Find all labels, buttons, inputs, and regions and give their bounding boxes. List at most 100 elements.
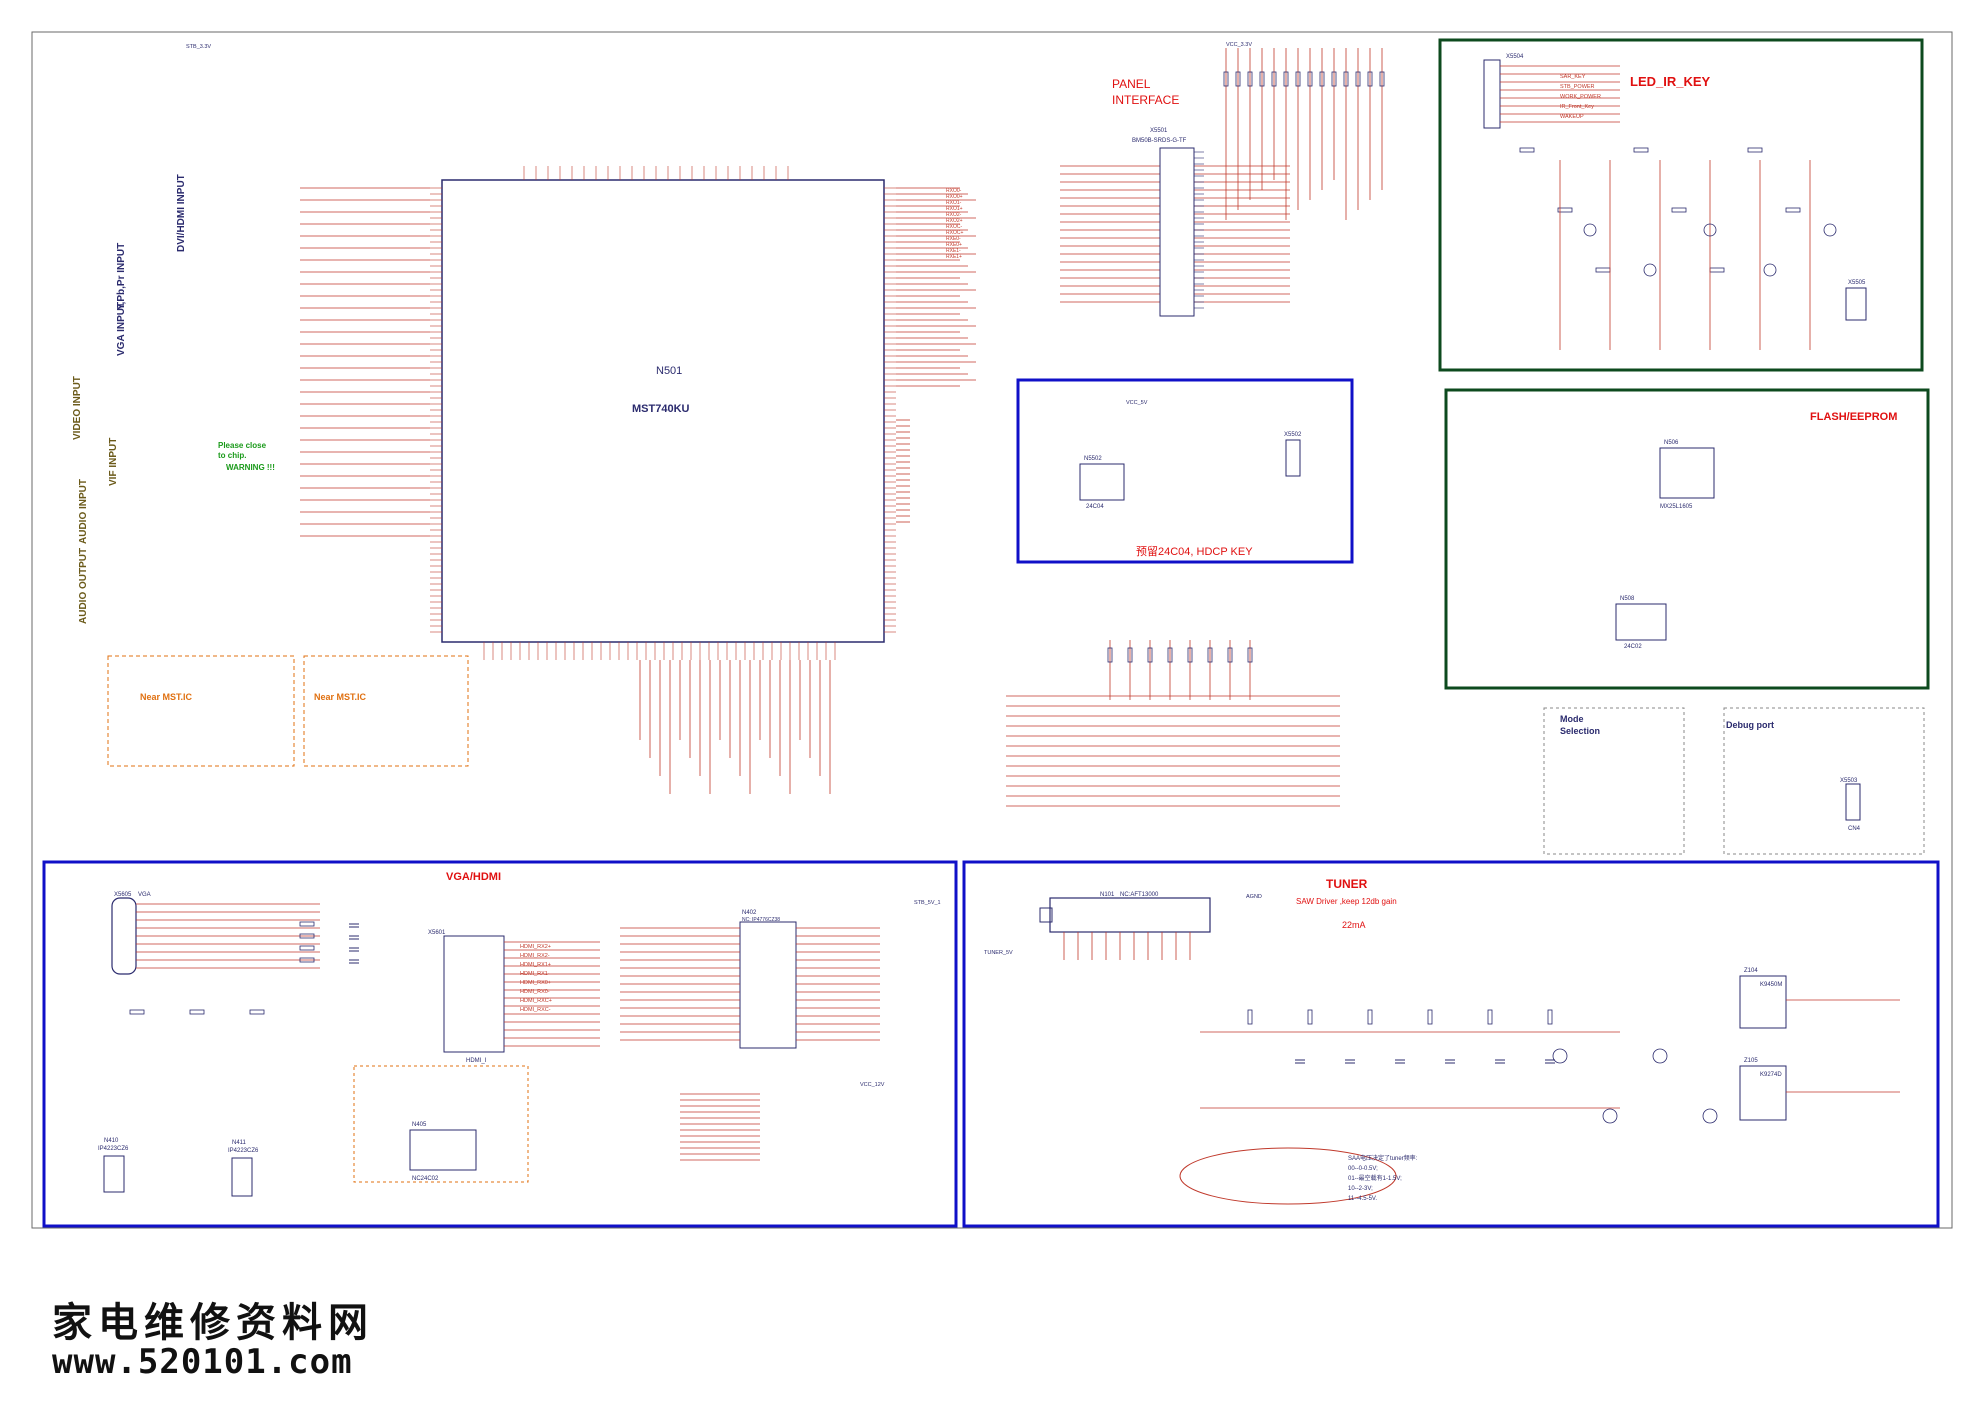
power-rail-label: TUNER_5V xyxy=(984,950,1013,956)
n410-ref: N410 xyxy=(104,1138,119,1144)
saw-note-5: 11--4.5-5V. xyxy=(1348,1196,1377,1202)
resistor xyxy=(1427,1009,1433,1025)
saw-note-1: SAA电压决定了tuner频率: xyxy=(1348,1154,1418,1162)
x5503-ref: X5503 xyxy=(1840,778,1858,784)
n402-part: NC: IP4776CZ38 xyxy=(742,917,780,923)
net-label-lvds: RXO1- xyxy=(946,200,962,206)
net-label-lvds: RXO1+ xyxy=(946,206,963,212)
n405-ref: N405 xyxy=(412,1122,427,1128)
z105-part: K9274D xyxy=(1760,1072,1782,1078)
resistor xyxy=(1223,71,1229,87)
x5504-connector xyxy=(1483,59,1501,129)
power-rail-label: VCC_3.3V xyxy=(1226,42,1252,48)
resistor xyxy=(1367,71,1373,87)
hdmi-connector xyxy=(443,935,505,1053)
mode-selection-title-2: Selection xyxy=(1560,726,1600,736)
z105-filter xyxy=(1739,1065,1787,1121)
vga-conn-ref: X5605 xyxy=(114,892,132,898)
warning-label: WARNING !!! xyxy=(226,463,275,472)
resistor xyxy=(1227,647,1233,663)
transistor xyxy=(1643,263,1657,277)
n402-ref: N402 xyxy=(742,910,757,916)
resistor xyxy=(1127,647,1133,663)
transistor xyxy=(1602,1108,1618,1124)
resistor xyxy=(1547,1009,1553,1025)
tuner-frame xyxy=(962,860,1940,1228)
net-label-hdmi: HDMI_RX1+ xyxy=(520,962,551,968)
near-mst-frame-2 xyxy=(303,655,469,767)
n411-part: IP4223CZ6 xyxy=(228,1148,259,1154)
net-label-hdmi: HDMI_RX0+ xyxy=(520,980,551,986)
resistor xyxy=(1747,147,1763,153)
tuner-module-part: NC:AFT13000 xyxy=(1120,892,1159,898)
flash-eeprom-frame xyxy=(1444,388,1930,690)
vga-hdmi-title: VGA/HDMI xyxy=(446,871,501,883)
x5504-ref: X5504 xyxy=(1506,54,1524,60)
power-rail-label: STB_3.3V xyxy=(186,44,211,50)
n508-part: 24C02 xyxy=(1624,644,1642,650)
mst740-chip xyxy=(441,179,885,643)
power-rail-label: STB_5V_1 xyxy=(914,900,941,906)
n410-part: IP4223CZ6 xyxy=(98,1146,129,1152)
saw-note-2: 00--0-0.5V; xyxy=(1348,1166,1378,1172)
resistor xyxy=(1247,71,1253,87)
n411-chip xyxy=(231,1157,253,1197)
tuner-module-ref: N101 xyxy=(1100,892,1115,898)
resistor xyxy=(1247,647,1253,663)
sheet-border xyxy=(31,31,1953,1229)
label-ypbpr-input: Y,Pb,Pr INPUT xyxy=(116,243,127,310)
transistor xyxy=(1702,1108,1718,1124)
n410-chip xyxy=(103,1155,125,1193)
transistor xyxy=(1703,223,1717,237)
net-label-lvds: RXOC+ xyxy=(946,230,963,236)
n5502-part: 24C04 xyxy=(1086,504,1104,510)
x5502-ref: X5502 xyxy=(1284,432,1302,438)
net-label-lvds: RXE0- xyxy=(946,236,961,242)
n506-ref: N506 xyxy=(1664,440,1679,446)
net-label-lvds: RXE0+ xyxy=(946,242,962,248)
net-label-lvds: RXE1+ xyxy=(946,254,962,260)
resistor xyxy=(1147,647,1153,663)
net-label-hdmi: HDMI_RXC- xyxy=(520,1007,551,1013)
label-vif-input: VIF INPUT xyxy=(108,438,119,486)
saw-note-4: 10--2-3V; xyxy=(1348,1186,1373,1192)
x5505-connector xyxy=(1845,287,1867,321)
n508-chip xyxy=(1615,603,1667,641)
led-ir-key-frame xyxy=(1438,38,1924,372)
label-dvi-hdmi-input: DVI/HDMI INPUT xyxy=(176,174,187,252)
watermark-url: www.520101.com xyxy=(52,1342,353,1382)
power-rail-label: VCC_5V xyxy=(1126,400,1148,406)
label-audio-output: AUDIO OUTPUT xyxy=(78,548,89,624)
x5501-connector xyxy=(1159,147,1195,317)
hdcp-frame xyxy=(1016,378,1354,564)
net-label-led: IR_Front_Key xyxy=(1560,104,1594,110)
x5503-connector xyxy=(1845,783,1861,821)
hdmi-conn-ref: X5601 xyxy=(428,930,446,936)
flash-eeprom-title: FLASH/EEPROM xyxy=(1810,411,1897,423)
n5502-ref: N5502 xyxy=(1084,456,1102,462)
hdmi-esd-frame xyxy=(353,1065,529,1183)
resistor xyxy=(1107,647,1113,663)
watermark-chinese: 家电维修资料网 xyxy=(52,1299,374,1346)
net-label-hdmi: HDMI_RXC+ xyxy=(520,998,552,1004)
chip-pins xyxy=(430,166,896,660)
z104-filter xyxy=(1739,975,1787,1029)
resistor xyxy=(1307,71,1313,87)
net-label-hdmi: HDMI_RX1- xyxy=(520,971,550,977)
please-close-1: Please close xyxy=(218,441,267,450)
resistor xyxy=(1379,71,1385,87)
led-ir-key-title: LED_IR_KEY xyxy=(1630,74,1711,89)
tuner-module xyxy=(1049,897,1211,933)
resistor xyxy=(1519,147,1535,153)
resistor xyxy=(1167,647,1173,663)
n506-part: MX25L1605 xyxy=(1660,504,1693,510)
wires xyxy=(300,48,1383,807)
near-mst-label-1: Near MST.IC xyxy=(140,692,193,702)
resistor xyxy=(249,1009,265,1015)
please-close-2: to chip. xyxy=(218,451,246,460)
transistor xyxy=(1763,263,1777,277)
vga-connector xyxy=(111,897,137,975)
n402-chip xyxy=(739,921,797,1049)
panel-interface-title-2: INTERFACE xyxy=(1112,93,1179,107)
